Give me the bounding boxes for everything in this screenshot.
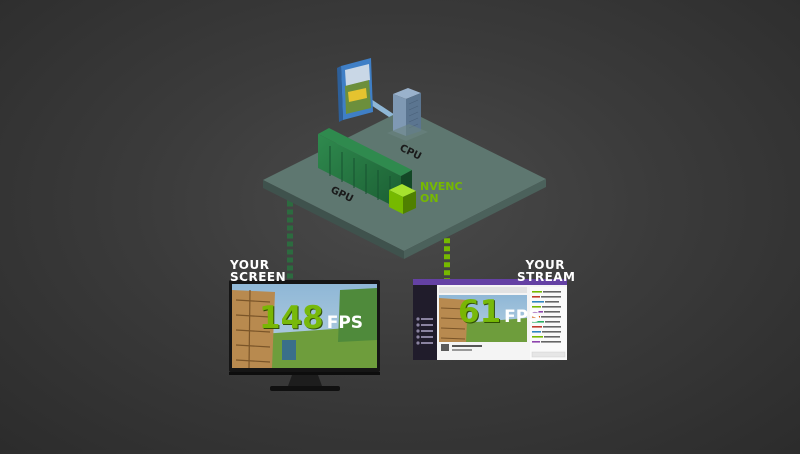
- nvenc-label-line1: NVENC: [420, 180, 463, 193]
- monitor: [229, 280, 380, 391]
- stream-fps-unit: FPS: [504, 307, 541, 327]
- stream-window: [413, 279, 567, 360]
- stream-sidebar: [413, 285, 437, 360]
- screen-fps-value: 148: [259, 300, 324, 336]
- stream-topbar: [413, 279, 567, 285]
- cpu-chip: [387, 88, 428, 141]
- stream-caption-line1: YOUR: [525, 258, 565, 272]
- stream-caption-line2: STREAM: [517, 270, 576, 284]
- nvenc-chip: [389, 184, 416, 214]
- screen-fps: 148 FPS: [259, 300, 364, 336]
- connector-gpu-screen: [287, 192, 307, 280]
- stream-chat: [530, 287, 567, 360]
- stream-fps-value: 61: [458, 294, 502, 330]
- game-box: [337, 58, 373, 122]
- screen-caption: YOUR SCREEN: [230, 259, 286, 283]
- stream-fps: 61 FPS: [458, 294, 541, 330]
- screen-caption-line2: SCREEN: [230, 270, 287, 284]
- screen-caption-line1: YOUR: [230, 258, 270, 272]
- nvenc-label-line2: ON: [420, 192, 439, 205]
- screen-fps-unit: FPS: [326, 313, 364, 333]
- stream-caption: YOUR STREAM: [517, 258, 576, 284]
